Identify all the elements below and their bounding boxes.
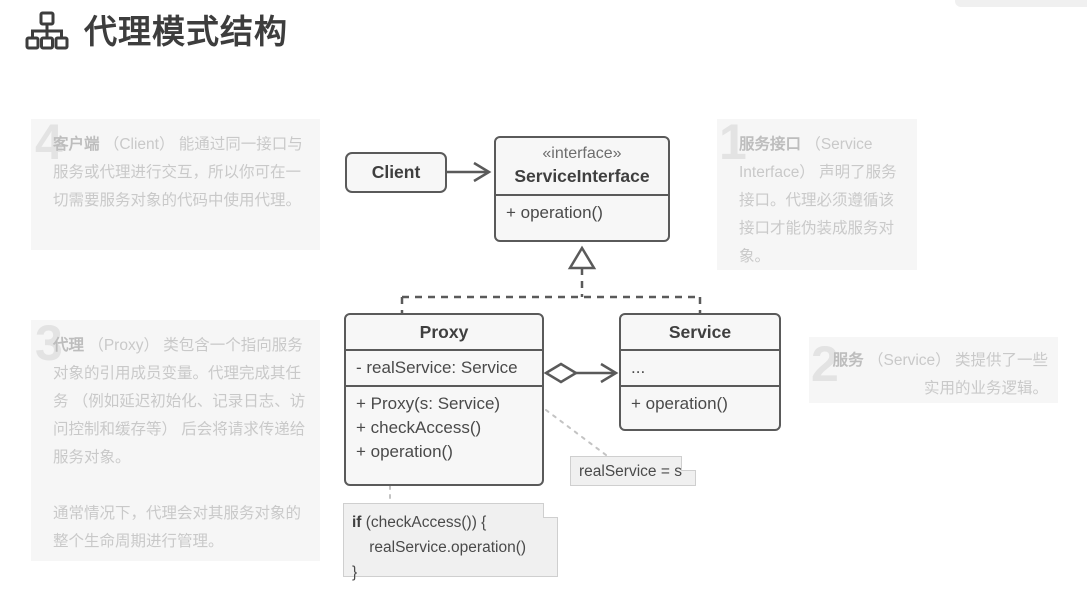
uml-class-service[interactable]: Service ... + operation(): [619, 313, 781, 431]
uml-note-assignment: realService = s: [570, 456, 696, 486]
description-lead: 代理: [53, 337, 85, 354]
uml-class-proxy-name: Proxy: [419, 322, 469, 342]
uml-class-client-name: Client: [371, 162, 421, 182]
description-paragraph: 服务接口 （Service Interface） 声明了服务接口。代理必须遵循该…: [739, 131, 907, 271]
uml-operation: + operation(): [356, 442, 453, 461]
note-fold-corner: [543, 503, 558, 518]
top-right-strip: [955, 0, 1087, 7]
description-body-1: 服务接口 （Service Interface） 声明了服务接口。代理必须遵循该…: [739, 131, 907, 271]
description-paragraph: 客户端 （Client） 能通过同一接口与服务或代理进行交互，所以你可在一切需要…: [53, 131, 306, 215]
uml-note-assignment-text: realService = s: [579, 463, 682, 480]
uml-attribute: ...: [621, 349, 779, 385]
description-lead: 服务: [832, 352, 864, 369]
note-fold-corner: [681, 456, 696, 471]
uml-stereotype: «interface»: [542, 145, 622, 162]
description-paragraph: 代理 （Proxy） 类包含一个指向服务对象的引用成员变量。代理完成其任务 （例…: [53, 332, 306, 472]
description-block-3: 3 代理 （Proxy） 类包含一个指向服务对象的引用成员变量。代理完成其任务 …: [31, 315, 320, 561]
code-line-2: realService.operation(): [352, 539, 527, 556]
uml-class-service-name: Service: [668, 322, 732, 342]
uml-class-proxy[interactable]: Proxy - realService: Service + Proxy(s: …: [344, 313, 544, 486]
description-rest: （Proxy） 类包含一个指向服务对象的引用成员变量。代理完成其任务 （例如延迟…: [53, 337, 306, 466]
edge-realization: [400, 245, 702, 313]
code-keyword-if: if: [352, 514, 362, 531]
page-title: 代理模式结构: [84, 12, 288, 50]
uml-operation: + Proxy(s: Service): [356, 394, 501, 413]
description-block-4: 4 客户端 （Client） 能通过同一接口与服务或代理进行交互，所以你可在一切…: [31, 114, 320, 250]
page-header: 代理模式结构: [24, 10, 288, 52]
sitemap-icon: [24, 10, 70, 52]
description-rest: （Service） 类提供了一些实用的业务逻辑。: [863, 352, 1048, 397]
uml-operation: + operation(): [496, 194, 668, 230]
description-block-2: 2 服务 （Service） 类提供了一些实用的业务逻辑。: [809, 337, 1058, 403]
block-number-1: 1: [719, 114, 747, 170]
uml-class-service-interface-name: ServiceInterface: [514, 166, 650, 186]
description-block-1: 1 服务接口 （Service Interface） 声明了服务接口。代理必须遵…: [717, 114, 917, 271]
code-line-3: }: [352, 564, 358, 581]
description-lead: 客户端: [53, 136, 100, 153]
uml-attribute: - realService: Service: [346, 349, 542, 385]
edge-client-to-interface: [447, 161, 492, 183]
description-rest: （Service Interface） 声明了服务接口。代理必须遵循该接口才能伪…: [739, 136, 897, 265]
description-body-2: 服务 （Service） 类提供了一些实用的业务逻辑。: [831, 347, 1048, 403]
description-lead: 服务接口: [739, 136, 802, 153]
block-number-4: 4: [35, 114, 63, 170]
description-body-3: 代理 （Proxy） 类包含一个指向服务对象的引用成员变量。代理完成其任务 （例…: [53, 332, 306, 556]
block-number-2: 2: [811, 336, 839, 392]
uml-class-client[interactable]: Client: [345, 152, 447, 193]
description-rest: （Client） 能通过同一接口与服务或代理进行交互，所以你可在一切需要服务对象…: [53, 136, 303, 209]
code-line-1: if (checkAccess()) {: [352, 510, 549, 535]
description-paragraph: 通常情况下，代理会对其服务对象的整个生命周期进行管理。: [53, 505, 302, 550]
description-paragraph: 服务 （Service） 类提供了一些实用的业务逻辑。: [831, 347, 1048, 403]
edge-aggregation-proxy-service: [543, 362, 619, 384]
uml-operations-compartment: + Proxy(s: Service) + checkAccess() + op…: [346, 385, 542, 469]
block-number-3: 3: [35, 315, 63, 371]
uml-note-code: if (checkAccess()) { realService.operati…: [343, 503, 558, 581]
uml-class-service-interface[interactable]: «interface» ServiceInterface + operation…: [494, 136, 670, 242]
leader-proxy-to-assign-note: [545, 409, 607, 456]
description-body-4: 客户端 （Client） 能通过同一接口与服务或代理进行交互，所以你可在一切需要…: [53, 131, 306, 215]
code-line-1-rest: (checkAccess()) {: [361, 514, 487, 531]
uml-operation: + checkAccess(): [356, 418, 482, 437]
uml-operation: + operation(): [621, 385, 779, 421]
